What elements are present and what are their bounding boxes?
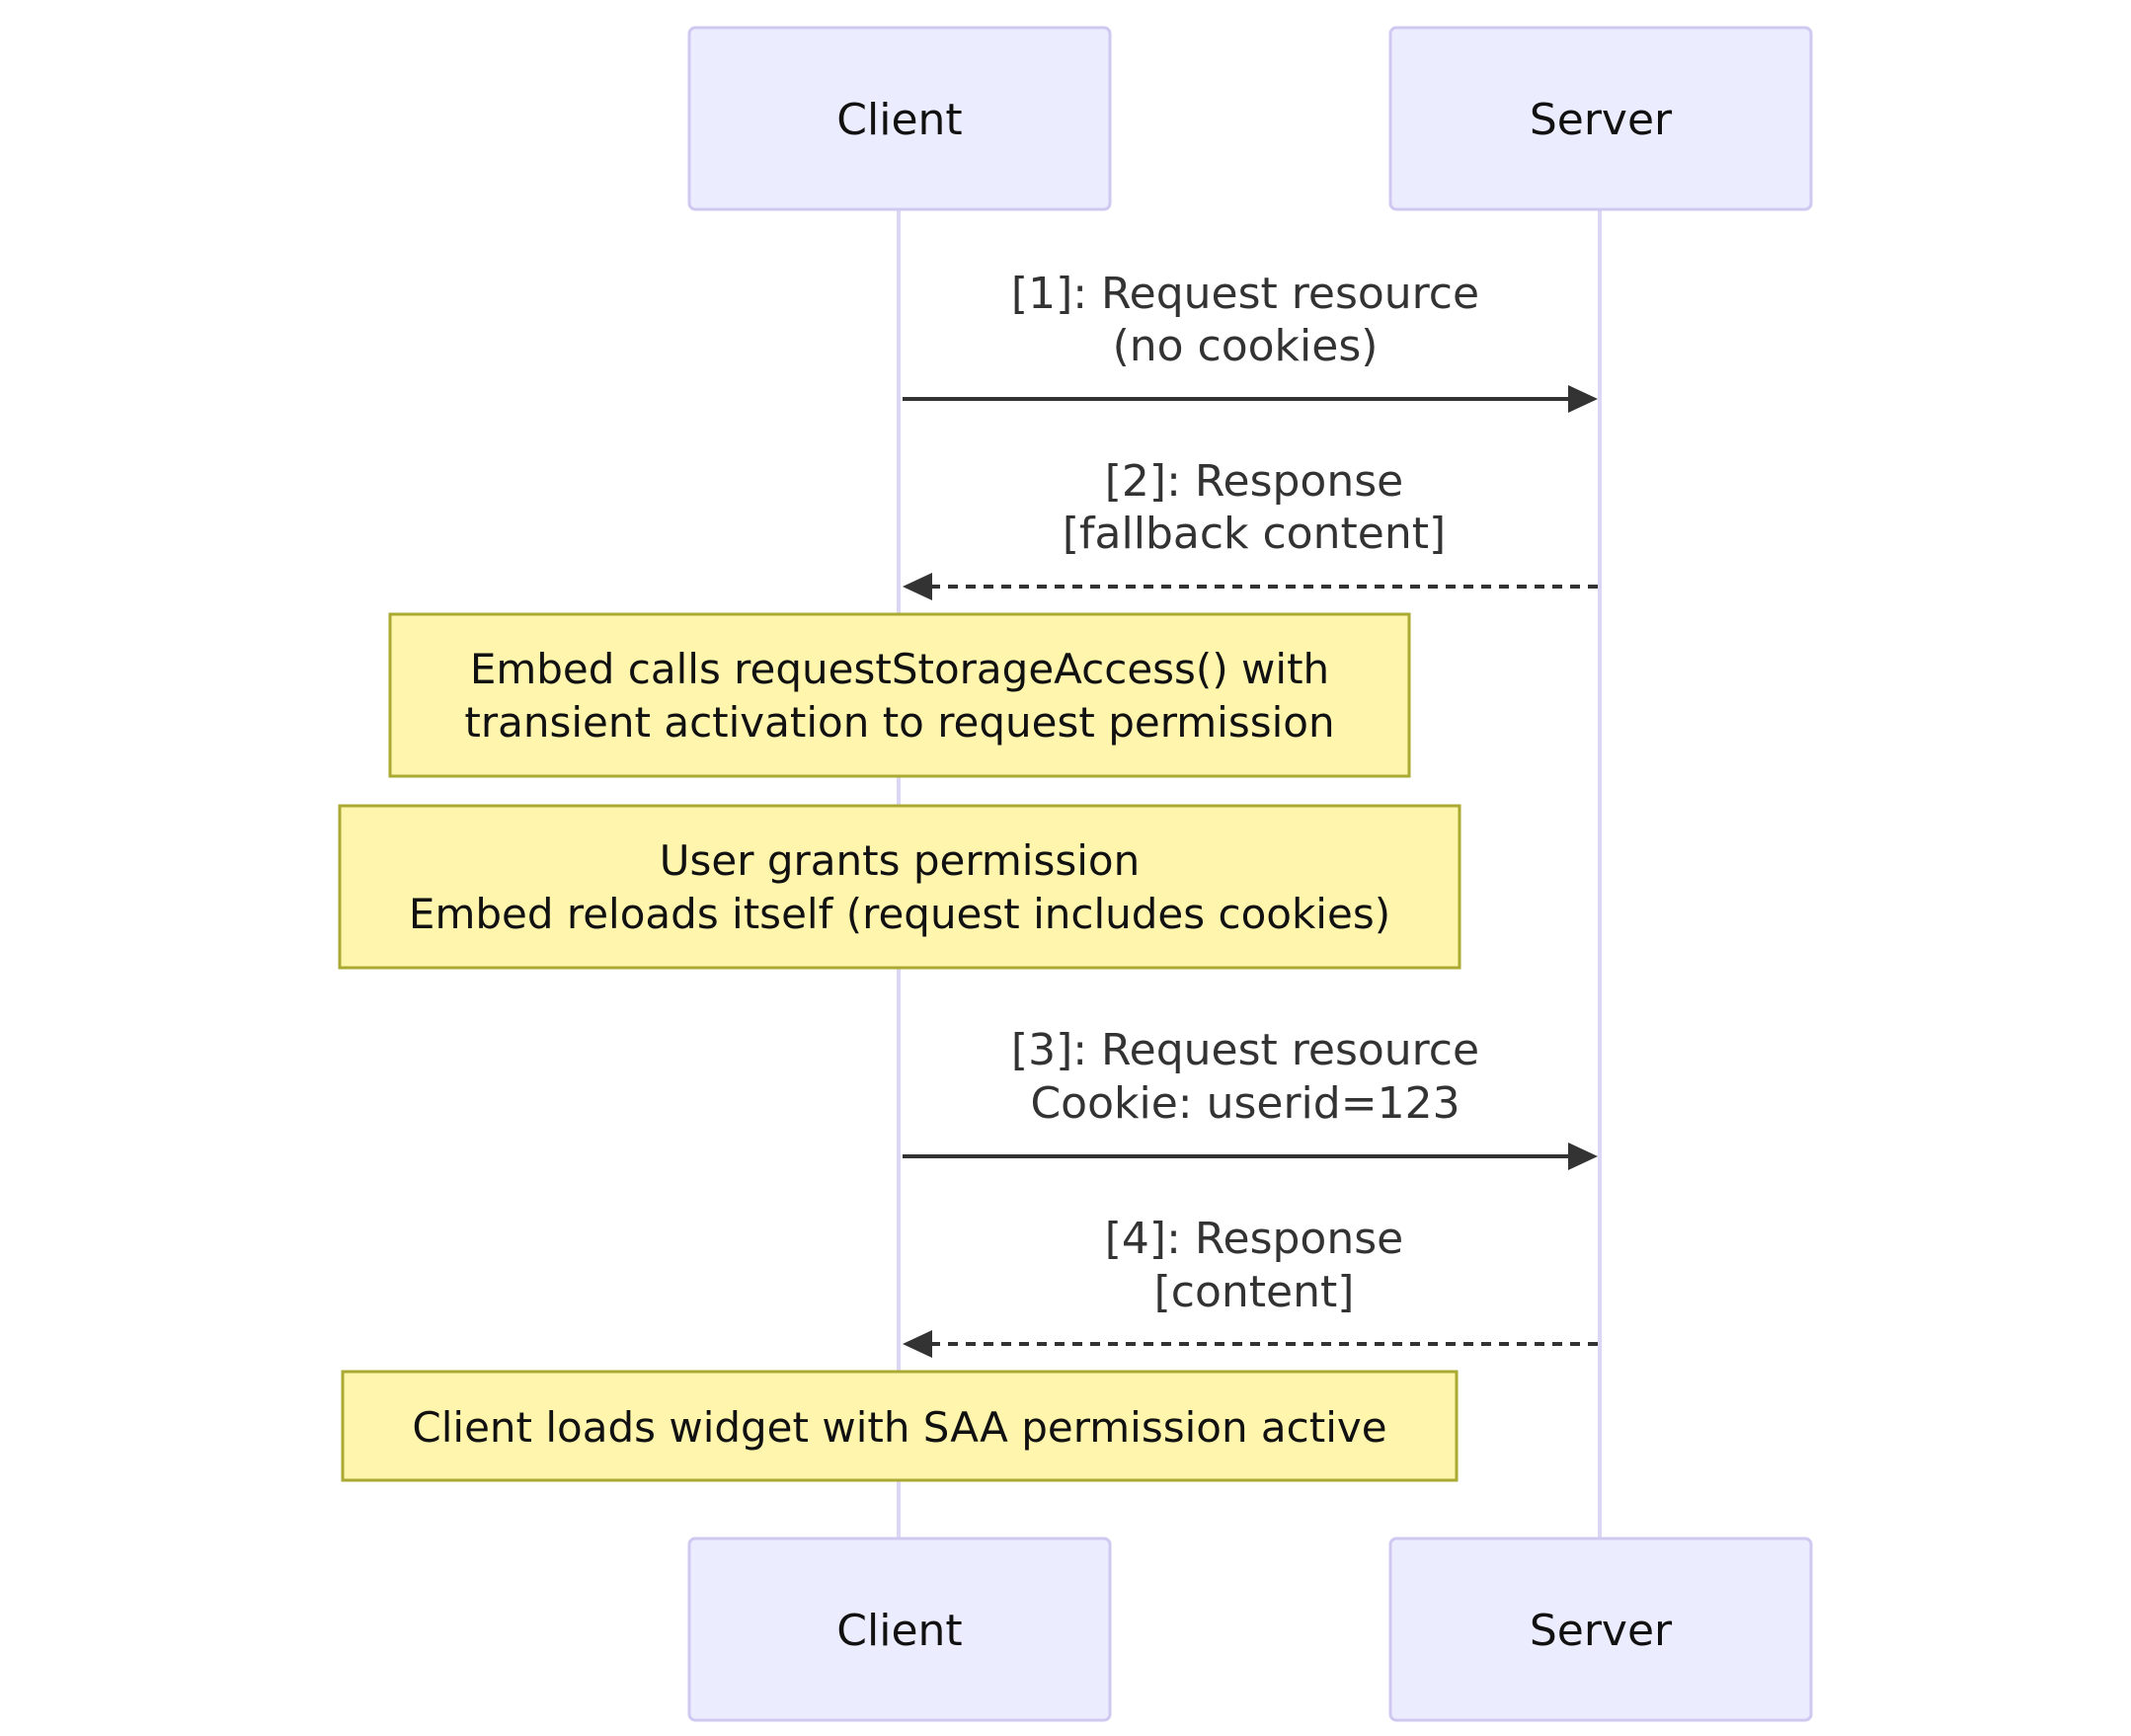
message-4: [4]: Response [content] xyxy=(903,1214,1598,1358)
note-2: User grants permission Embed reloads its… xyxy=(338,804,1461,970)
participant-label: Client xyxy=(836,95,962,145)
participant-label: Client xyxy=(836,1606,962,1656)
message-label-line: [2]: Response xyxy=(1105,456,1403,507)
message-label-line: [content] xyxy=(1154,1267,1355,1317)
message-label-line: [3]: Request resource xyxy=(1011,1025,1479,1075)
note-1: Embed calls requestStorageAccess() with … xyxy=(388,612,1411,778)
message-1: [1]: Request resource (no cookies) xyxy=(903,269,1598,413)
note-label-line: Embed calls requestStorageAccess() with xyxy=(470,645,1329,693)
arrowhead-left-icon xyxy=(903,573,932,600)
participant-label: Server xyxy=(1530,95,1673,145)
note-label-line: Client loads widget with SAA permission … xyxy=(412,1403,1386,1452)
message-label-line: Cookie: userid=123 xyxy=(1030,1078,1460,1129)
arrowhead-right-icon xyxy=(1568,1143,1598,1170)
message-3: [3]: Request resource Cookie: userid=123 xyxy=(903,1025,1598,1170)
participant-server-top: Server xyxy=(1388,26,1813,211)
participant-client-top: Client xyxy=(687,26,1112,211)
note-label-line: User grants permission xyxy=(660,836,1140,885)
message-2: [2]: Response [fallback content] xyxy=(903,456,1598,600)
note-label-line: transient activation to request permissi… xyxy=(464,698,1334,747)
message-label-line: (no cookies) xyxy=(1113,321,1379,371)
arrowhead-left-icon xyxy=(903,1330,932,1358)
participant-server-bottom: Server xyxy=(1388,1537,1813,1722)
participant-label: Server xyxy=(1530,1606,1673,1656)
note-label-line: Embed reloads itself (request includes c… xyxy=(409,890,1390,938)
arrowhead-right-icon xyxy=(1568,385,1598,413)
participant-client-bottom: Client xyxy=(687,1537,1112,1722)
message-label-line: [fallback content] xyxy=(1063,509,1446,559)
note-3: Client loads widget with SAA permission … xyxy=(341,1370,1459,1482)
message-label-line: [1]: Request resource xyxy=(1011,269,1479,319)
message-label-line: [4]: Response xyxy=(1105,1214,1403,1264)
